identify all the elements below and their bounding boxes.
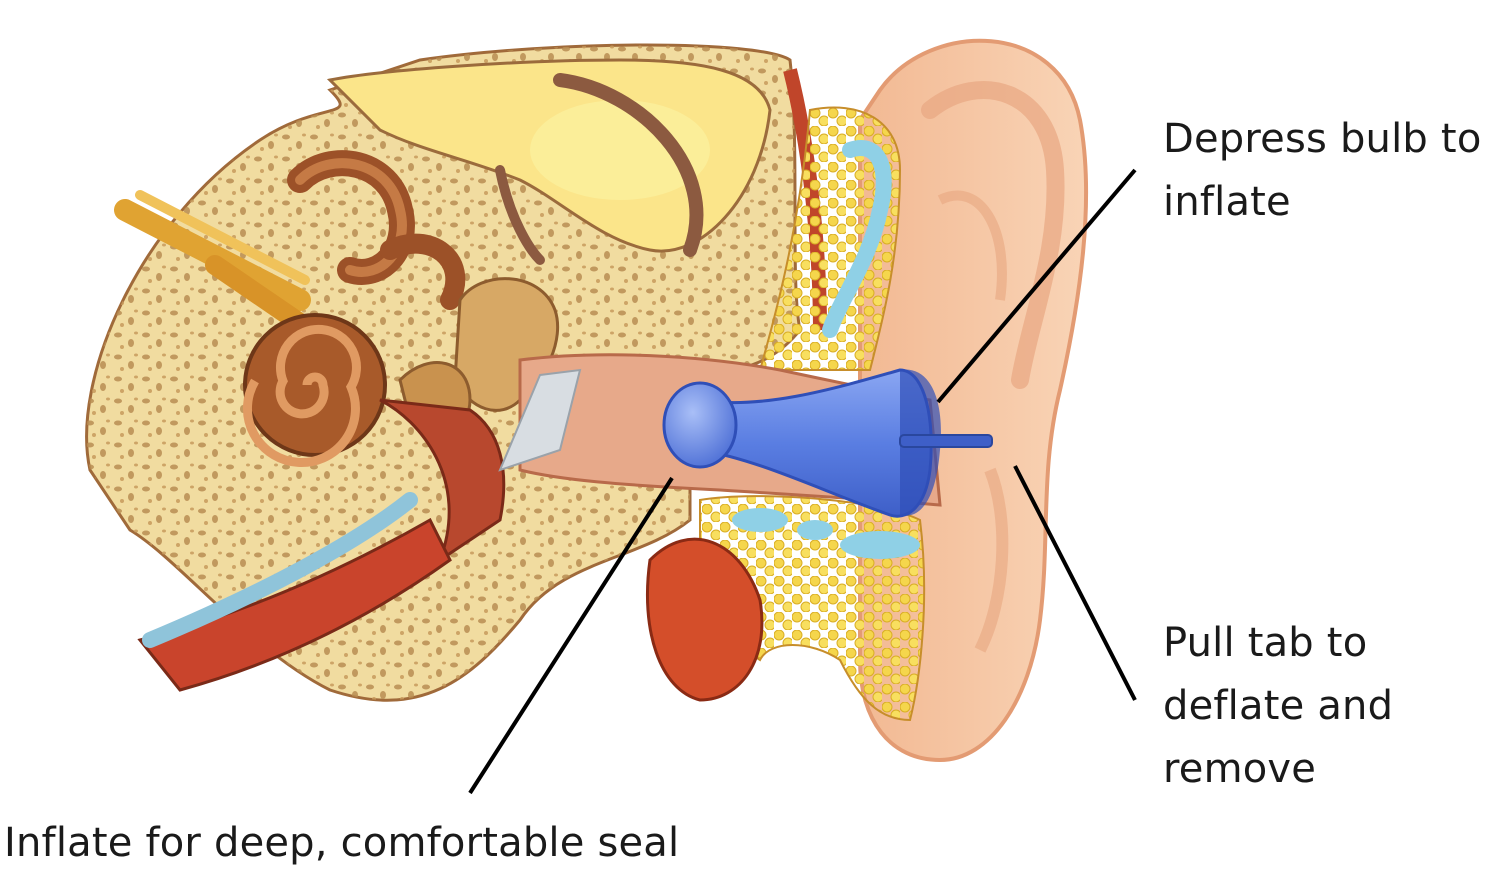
annotation-line: deflate and — [1163, 683, 1394, 729]
annotation-line: Depress bulb to — [1163, 116, 1482, 162]
annotation-depress-bulb: Depress bulb to inflate — [1163, 108, 1482, 234]
soft-tissue — [646, 106, 926, 722]
annotation-line: inflate — [1163, 179, 1291, 225]
cochlea — [242, 150, 466, 468]
annotation-line: Inflate for deep, comfortable seal — [4, 820, 680, 866]
annotation-inflate-seal: Inflate for deep, comfortable seal — [4, 812, 679, 875]
leader-line-depress — [936, 168, 1137, 404]
leader-lines — [468, 168, 1137, 795]
leader-line-pull — [1013, 465, 1137, 701]
annotation-line: Pull tab to — [1163, 620, 1368, 666]
annotation-line: remove — [1163, 746, 1317, 792]
earplug-icon — [662, 368, 993, 518]
annotation-pull-tab: Pull tab to deflate and remove — [1163, 612, 1393, 801]
upper-cavity — [326, 58, 772, 265]
leader-line-inflate — [468, 476, 674, 795]
